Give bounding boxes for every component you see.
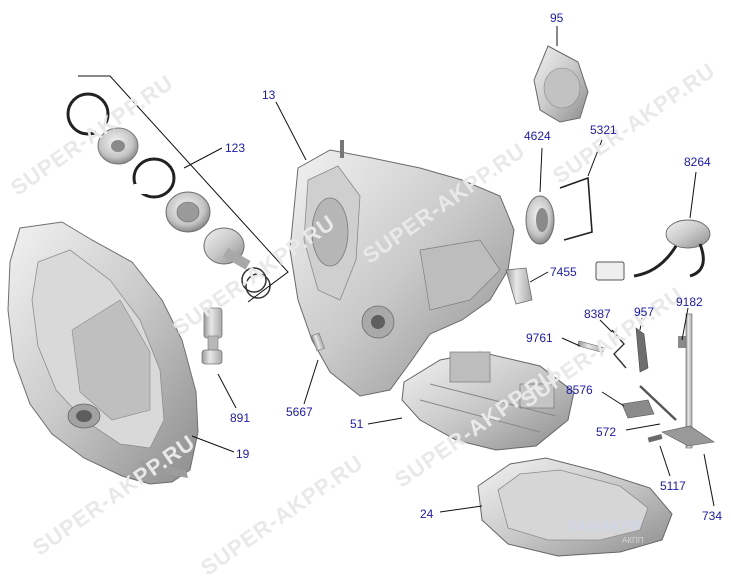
cover-part-95 xyxy=(533,45,589,123)
diagram-drawing xyxy=(7,26,715,557)
part-label-957: 957 xyxy=(634,305,655,319)
harness-part-8264 xyxy=(595,219,711,281)
oil-pan-part-24 xyxy=(477,457,673,557)
lever-part-957 xyxy=(635,327,649,373)
leader-734 xyxy=(703,453,715,507)
leader-4624 xyxy=(539,147,543,193)
pin-part-9761 xyxy=(577,340,605,353)
leader-891 xyxy=(217,373,237,409)
part-label-7455: 7455 xyxy=(550,265,577,279)
watermark-logo-sub: АКПП xyxy=(622,536,644,545)
leader-8387 xyxy=(599,319,613,333)
exploded-diagram: SUPER-AKPP.RU SUPER-AKPP.RU SUPER-AKPP.R… xyxy=(6,11,723,580)
leader-957 xyxy=(639,317,643,331)
gasket-part-5321 xyxy=(559,176,593,241)
bracket-part-7455 xyxy=(505,267,533,305)
leader-8264 xyxy=(689,171,697,219)
part-label-8576: 8576 xyxy=(566,383,593,397)
part-label-8264: 8264 xyxy=(684,155,711,169)
pin-part-5117 xyxy=(647,433,663,443)
part-label-9761: 9761 xyxy=(526,331,553,345)
plug-part-891 xyxy=(201,307,223,365)
part-label-123: 123 xyxy=(225,141,246,155)
leader-9761 xyxy=(561,337,581,347)
watermark-logo: SAMAKPP xyxy=(566,518,642,535)
leader-24 xyxy=(439,505,483,513)
leader-19 xyxy=(191,435,235,453)
transaxle-case-part-13 xyxy=(289,140,515,397)
part-label-891: 891 xyxy=(230,411,251,425)
detent-part-8576 xyxy=(621,399,655,419)
rod-part-572 xyxy=(639,385,677,421)
part-label-9182: 9182 xyxy=(676,295,703,309)
leader-lines xyxy=(78,26,715,513)
part-label-95: 95 xyxy=(550,11,564,25)
part-label-5667: 5667 xyxy=(286,405,313,419)
pin-part-5667 xyxy=(311,332,325,352)
leader-572 xyxy=(625,423,661,431)
part-label-24: 24 xyxy=(420,507,434,521)
part-label-8387: 8387 xyxy=(584,307,611,321)
leader-5667 xyxy=(303,359,319,405)
leader-51 xyxy=(367,417,403,425)
part-label-5117: 5117 xyxy=(660,479,686,493)
leader-bracket-123 xyxy=(78,75,289,303)
bell-housing-part-19 xyxy=(7,221,199,485)
part-label-734: 734 xyxy=(702,509,723,523)
leader-123 xyxy=(183,147,223,169)
part-label-572: 572 xyxy=(596,425,617,439)
part-label-13: 13 xyxy=(262,88,276,102)
part-label-19: 19 xyxy=(236,447,250,461)
valve-body-part-51 xyxy=(401,351,575,451)
leader-5321 xyxy=(587,139,603,177)
part-label-4624: 4624 xyxy=(524,129,551,143)
leader-7455 xyxy=(529,271,549,283)
leader-8576 xyxy=(601,391,625,407)
part-label-51: 51 xyxy=(350,417,364,431)
leader-13 xyxy=(275,101,307,161)
spring-part-8387 xyxy=(611,329,627,369)
leader-5117 xyxy=(659,445,671,477)
part-label-5321: 5321 xyxy=(590,123,617,137)
shaft-part-734 xyxy=(661,313,715,449)
seal-part-4624 xyxy=(525,195,555,245)
leader-9182 xyxy=(681,307,689,341)
